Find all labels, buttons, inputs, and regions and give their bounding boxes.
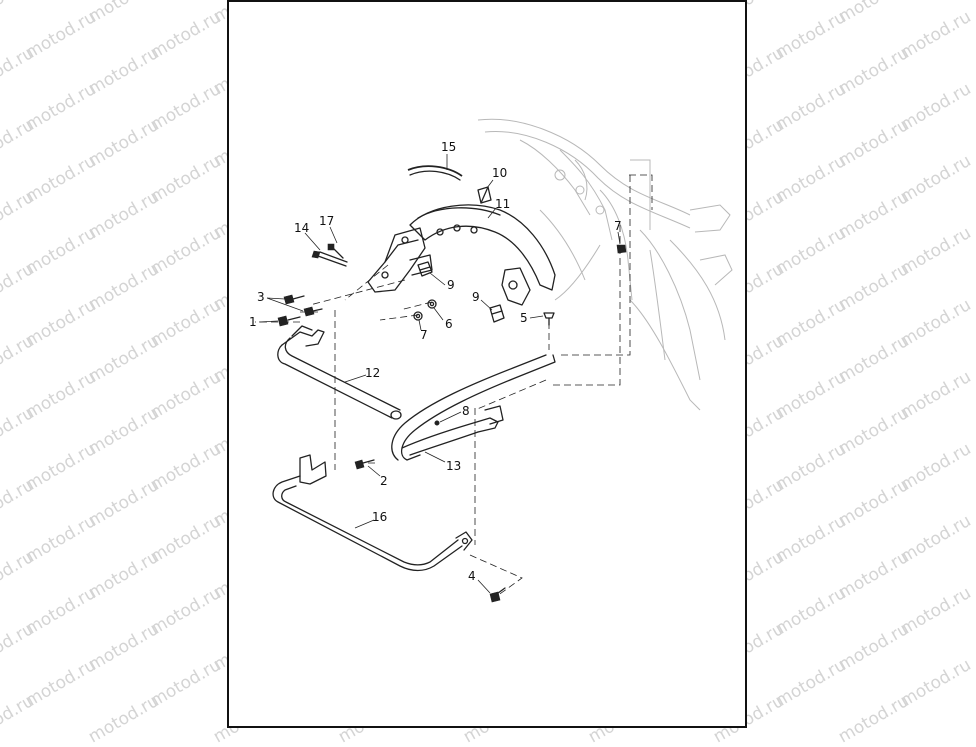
part-4-bolt (489, 587, 506, 603)
part-5-screw (543, 312, 555, 326)
part-6-nut (427, 299, 437, 309)
callout-5: 5 (520, 311, 528, 325)
callout-2: 2 (380, 474, 388, 488)
part-17-bolt (327, 243, 344, 259)
left-mount-bracket (367, 227, 433, 293)
callout-7-left: 7 (420, 328, 428, 342)
part-3-bolt (283, 294, 323, 317)
callout-3: 3 (257, 290, 265, 304)
part-14-bolt (311, 250, 348, 267)
callout-4: 4 (468, 569, 476, 583)
callout-6: 6 (445, 317, 453, 331)
assembly-guide-lines (255, 174, 653, 597)
callout-1: 1 (249, 315, 257, 329)
callout-10: 10 (492, 166, 507, 180)
callout-9-upper: 9 (447, 278, 455, 292)
part-16-lower-rail (272, 454, 473, 572)
part-7-nut-left (413, 311, 423, 321)
callout-12: 12 (365, 366, 380, 380)
part-9-clip-upper (417, 261, 433, 277)
part-12-rail-bar (277, 325, 402, 420)
part-11-support-bracket (409, 204, 556, 306)
diagram-frame (227, 0, 747, 728)
part-13-strut (391, 354, 556, 461)
part-9-clip-lower (489, 304, 505, 323)
ghost-frame-outline (477, 118, 733, 411)
leader-lines (258, 154, 621, 594)
part-15-curved-strip (407, 165, 463, 181)
callout-7-right: 7 (614, 219, 622, 233)
callout-16: 16 (372, 510, 387, 524)
part-10-bushing (477, 186, 492, 204)
callout-9-lower: 9 (472, 290, 480, 304)
callout-14: 14 (294, 221, 309, 235)
callout-11: 11 (495, 197, 510, 211)
callout-13: 13 (446, 459, 461, 473)
callout-15: 15 (441, 140, 456, 154)
part-2-bolt (354, 459, 375, 470)
callout-labels: 15 10 11 17 14 7 9 3 9 5 1 6 7 12 8 13 2… (249, 140, 622, 583)
callout-17: 17 (319, 214, 334, 228)
part-7-nut-right (616, 244, 627, 254)
exploded-parts-diagram: 15 10 11 17 14 7 9 3 9 5 1 6 7 12 8 13 2… (249, 118, 733, 603)
callout-8: 8 (462, 404, 470, 418)
part-1-bolt (277, 315, 301, 327)
